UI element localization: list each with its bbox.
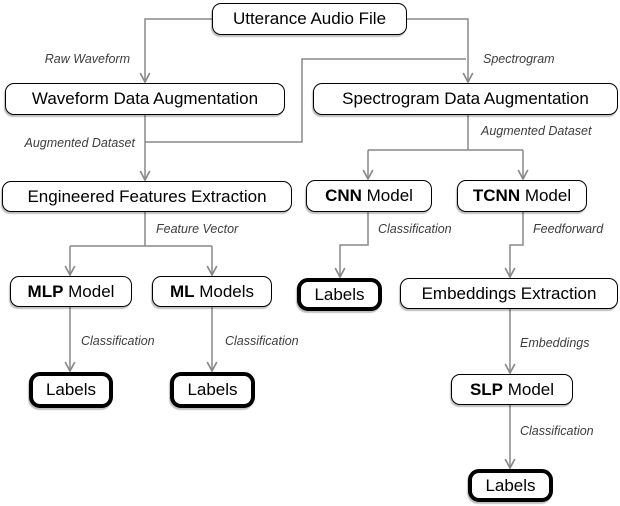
node-label: Model [520,186,572,205]
edge-utterance-to-spectrogram-aug [407,18,474,84]
edge-cnn-to-labels [334,212,369,279]
edge-label-spectrogram: Spectrogram [483,52,555,66]
edge-label-feedforward: Feedforward [533,222,604,236]
edge-tcnn-to-embeddings-extraction [504,212,524,279]
node-label: Embeddings Extraction [421,283,597,303]
node-waveform-data-augmentation: Waveform Data Augmentation [5,83,285,115]
node-label: Labels [45,380,97,399]
node-tcnn-model: TCNN Model [457,180,587,212]
node-mlp-model: MLP Model [10,276,132,307]
node-cnn-model: CNN Model [306,180,432,212]
node-label-bold: TCNN [472,186,521,205]
node-embeddings-extraction: Embeddings Extraction [400,278,618,309]
node-labels-mlp: Labels [29,372,113,408]
node-label-bold: MLP [27,281,64,301]
edge-label-feature-vector: Feature Vector [156,222,239,236]
node-label: Utterance Audio File [232,9,387,28]
edge-features-split [70,212,212,247]
node-ml-models: ML Models [152,276,272,307]
node-labels-ml: Labels [170,372,255,408]
node-label: Model [503,379,555,399]
node-label: Labels [485,475,536,495]
node-utterance-audio-file: Utterance Audio File [212,3,407,35]
edge-augmented-waveform-to-spectrogram-aug [145,58,466,143]
node-engineered-features-extraction: Engineered Features Extraction [2,181,292,212]
node-label: Model [63,281,115,301]
node-label-bold: SLP [469,379,504,399]
node-label: Engineered Features Extraction [27,186,267,206]
node-label: Models [194,281,255,301]
edge-label-embeddings: Embeddings [520,336,590,350]
edge-label-raw-waveform: Raw Waveform [44,52,130,66]
node-labels-slp: Labels [468,469,553,502]
edge-utterance-to-waveform-aug [139,18,212,84]
node-label: Labels [314,284,365,304]
node-label: Waveform Data Augmentation [31,89,259,108]
edge-label-classification-cnn: Classification [378,222,452,236]
edge-label-classification-slp: Classification [520,424,594,438]
edge-label-classification-mlp: Classification [81,334,155,348]
node-spectrogram-data-augmentation: Spectrogram Data Augmentation [313,83,618,115]
edge-label-augmented-dataset-left: Augmented Dataset [24,136,136,150]
node-label: Spectrogram Data Augmentation [342,89,589,108]
edge-spectrogram-aug-split [368,115,523,151]
node-label: Model [361,186,413,205]
node-slp-model: SLP Model [451,374,573,405]
node-label-bold: ML [169,281,195,301]
node-label: Labels [187,380,238,399]
node-label-bold: CNN [325,186,362,205]
edge-label-augmented-dataset-right: Augmented Dataset [481,124,592,138]
edge-label-classification-ml: Classification [225,334,299,348]
node-labels-cnn: Labels [297,278,382,311]
